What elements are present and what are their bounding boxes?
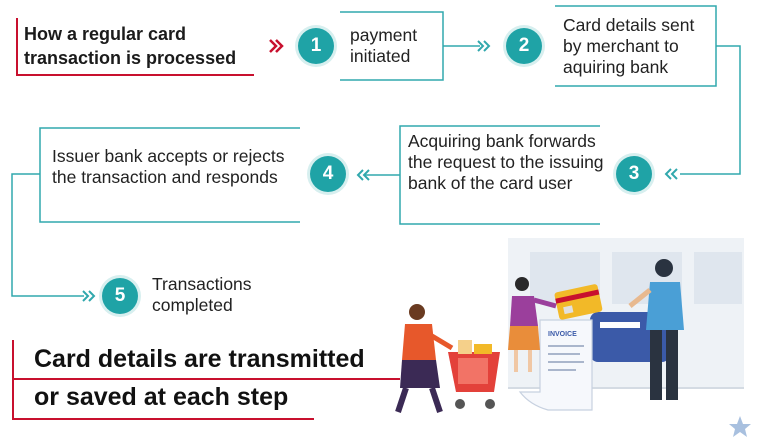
step4-bracket xyxy=(39,127,300,223)
star-icon xyxy=(729,416,751,437)
arrow-left-icon xyxy=(664,168,678,180)
step-1-text: payment initiated xyxy=(350,25,418,66)
arrow-left-icon xyxy=(356,169,370,181)
shopper-figure-icon xyxy=(395,304,454,413)
step-2-badge: 2 xyxy=(506,28,542,64)
credit-card-icon xyxy=(554,284,603,320)
arrow-right-icon xyxy=(82,290,96,302)
step-3-badge: 3 xyxy=(616,156,652,192)
title-frame xyxy=(16,18,254,76)
step-2-text: Card details sent by merchant to aquirin… xyxy=(563,15,695,77)
chevron-right-icon xyxy=(269,39,284,53)
step-5-text: Transactions completed xyxy=(152,274,252,315)
banner-line-1: Card details are transmitted xyxy=(34,345,365,373)
banner-line-2: or saved at each step xyxy=(34,383,289,411)
arrow-right-icon xyxy=(477,40,491,52)
shopping-cart-icon xyxy=(448,340,500,409)
step-5-badge: 5 xyxy=(102,278,138,314)
woman-figure-icon xyxy=(508,277,557,372)
step-3-text: Acquiring bank forwards the request to t… xyxy=(408,131,604,193)
step-4-text: Issuer bank accepts or rejects the trans… xyxy=(52,146,285,187)
step-4-badge: 4 xyxy=(310,156,346,192)
invoice-icon xyxy=(518,319,593,411)
step-1-badge: 1 xyxy=(298,28,334,64)
cashier-figure-icon xyxy=(628,259,684,400)
banner-frame-bottom xyxy=(12,378,314,420)
diagram-title: How a regular card transaction is proces… xyxy=(24,24,237,68)
shopping-illustration: INVOICE xyxy=(395,238,744,413)
banner-frame-top xyxy=(12,340,400,380)
invoice-label: INVOICE xyxy=(548,331,577,338)
